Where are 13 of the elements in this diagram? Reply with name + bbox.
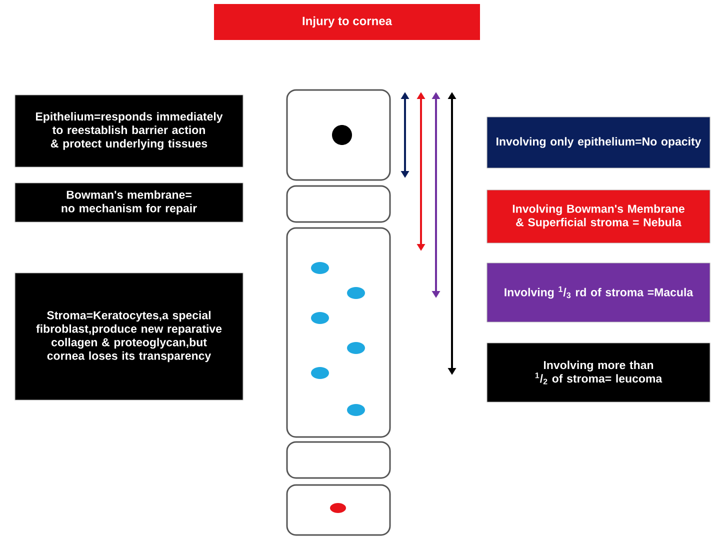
layer-box: [286, 484, 391, 536]
text-box: Bowman's membrane= no mechanism for repair: [14, 182, 244, 222]
text-box: Epithelium=responds immediately to reestablish barrier action & protect underlying tissues: [14, 94, 244, 168]
layer-box: [286, 89, 391, 181]
text-box: Stroma=Keratocytes,a special fibroblast,produce new reparative collagen & proteoglycan,but cornea loses its transparency: [14, 272, 244, 400]
text-box: Involving $^{1}$/$_{3}$ rd of stroma =Macula: [486, 262, 710, 322]
layer-box: [286, 227, 391, 438]
text-box: Involving only epithelium=No opacity: [486, 116, 710, 168]
layer-box: [286, 185, 391, 223]
title-banner: Injury to cornea: [214, 4, 480, 40]
text-box: Involving Bowman's Membrane & Superficial stroma = Nebula: [486, 190, 710, 244]
layer-box: [286, 441, 391, 479]
text-box: Involving more than $^{1}$/$_{2}$ of stroma= leucoma: [486, 342, 710, 402]
